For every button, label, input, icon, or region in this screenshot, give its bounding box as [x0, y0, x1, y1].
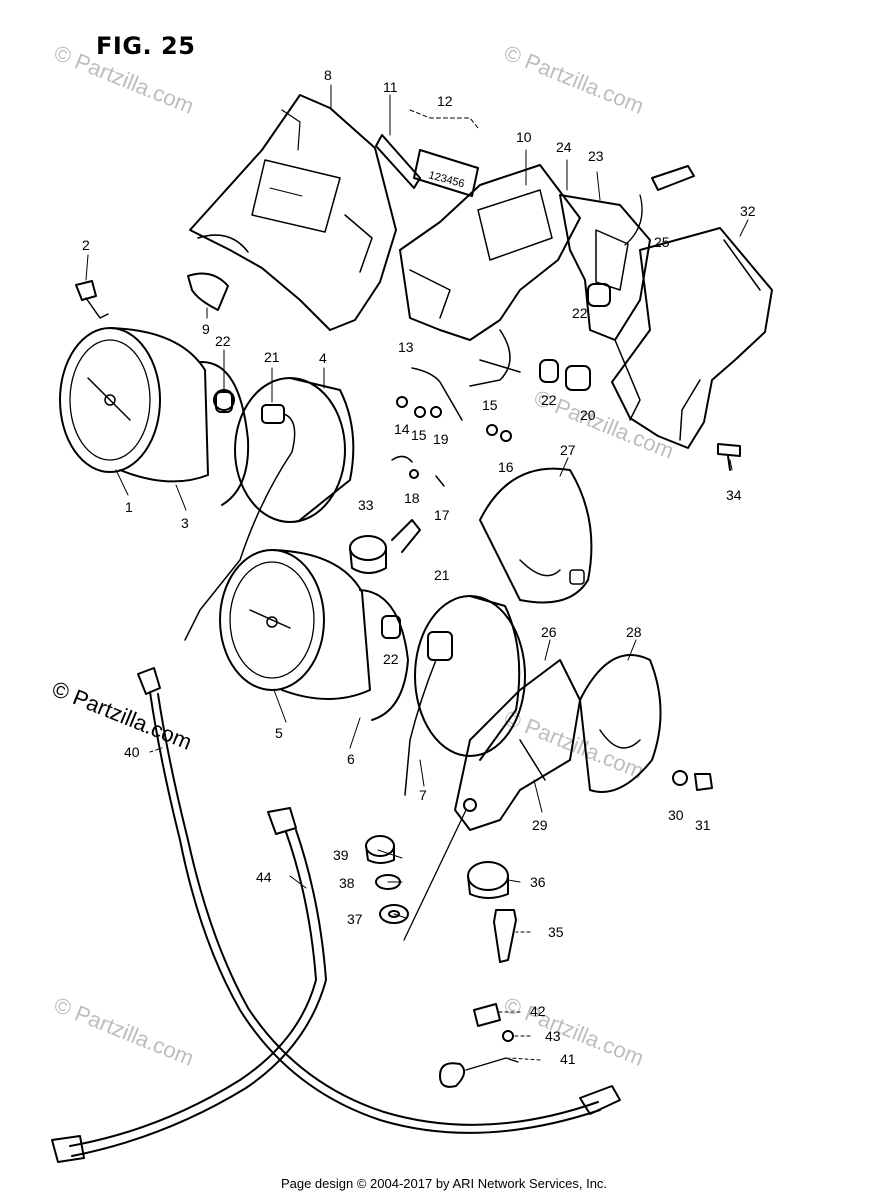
- callout-23: 23: [588, 148, 604, 164]
- callout-21: 21: [264, 349, 280, 365]
- callout-21b: 21: [434, 567, 450, 583]
- part-speedometer[interactable]: [59, 327, 209, 483]
- callout-43: 43: [545, 1028, 561, 1044]
- callout-8: 8: [324, 67, 332, 83]
- callout-29: 29: [532, 817, 548, 833]
- part-screw[interactable]: [75, 280, 109, 319]
- callout-16: 16: [498, 459, 514, 475]
- callout-22: 22: [215, 333, 231, 349]
- callout-13: 13: [398, 339, 414, 355]
- page-footer: Page design © 2004-2017 by ARI Network S…: [280, 1176, 608, 1191]
- part-cable-clamp[interactable]: [439, 1003, 519, 1088]
- part-indicator-display[interactable]: 123456: [413, 149, 479, 197]
- part-tachometer-case[interactable]: [359, 589, 409, 721]
- part-meter-bracket[interactable]: [454, 659, 581, 831]
- part-rubber-cover-lower[interactable]: [579, 654, 662, 793]
- callout-2: 2: [82, 237, 90, 253]
- callout-11: 11: [383, 79, 398, 95]
- callout-32: 32: [740, 203, 756, 219]
- callout-18: 18: [404, 490, 420, 506]
- callout-15: 15: [411, 427, 427, 443]
- part-bulb-socket[interactable]: [184, 404, 296, 641]
- callout-3: 3: [181, 515, 189, 531]
- callout-6: 6: [347, 751, 355, 767]
- part-small-hardware[interactable]: [391, 367, 512, 487]
- callout-40: 40: [124, 744, 140, 760]
- part-lens[interactable]: [375, 134, 421, 189]
- callout-22b: 22: [572, 305, 588, 321]
- part-speedometer-cable[interactable]: [137, 667, 621, 1134]
- part-nut[interactable]: [694, 773, 713, 791]
- callout-20: 20: [580, 407, 596, 423]
- figure-title: FIG. 25: [96, 32, 196, 60]
- callout-12: 12: [437, 93, 453, 109]
- part-tachometer-case-cover[interactable]: [404, 595, 526, 796]
- callout-22d: 22: [383, 651, 399, 667]
- callout-labels: 1 2 3 4 5 6 7 8 9 10 11 12 13 14 15 15 1…: [82, 67, 756, 1067]
- callout-36: 36: [530, 874, 546, 890]
- callout-41: 41: [560, 1051, 576, 1067]
- leader-lines: [85, 84, 749, 1061]
- callout-44: 44: [256, 869, 272, 885]
- callout-26: 26: [541, 624, 557, 640]
- callout-31: 31: [695, 817, 711, 833]
- callout-27: 27: [560, 442, 576, 458]
- callout-39: 39: [333, 847, 349, 863]
- callout-10: 10: [516, 129, 532, 145]
- callout-9: 9: [202, 321, 210, 337]
- part-rubber-cover-upper[interactable]: [479, 467, 593, 604]
- part-meter-upper-cover[interactable]: [189, 94, 397, 331]
- callout-35: 35: [548, 924, 564, 940]
- callout-7: 7: [419, 787, 427, 803]
- callout-30: 30: [668, 807, 684, 823]
- part-indicator-panel[interactable]: [399, 164, 581, 387]
- callout-19: 19: [433, 431, 449, 447]
- part-bracket-tab[interactable]: [391, 519, 421, 553]
- part-meter-lower-cover[interactable]: [611, 227, 773, 449]
- callout-5: 5: [275, 725, 283, 741]
- callout-22c: 22: [541, 392, 557, 408]
- callout-1: 1: [125, 499, 133, 515]
- part-clip[interactable]: [187, 272, 229, 311]
- part-tachometer-cable[interactable]: [51, 807, 327, 1163]
- part-bolt[interactable]: [717, 443, 741, 471]
- callout-38: 38: [339, 875, 355, 891]
- callout-17: 17: [434, 507, 450, 523]
- callout-33: 33: [358, 497, 374, 513]
- callout-37: 37: [347, 911, 363, 927]
- part-grommet-set[interactable]: [365, 809, 517, 963]
- callout-42: 42: [530, 1003, 546, 1019]
- callout-14: 14: [394, 421, 410, 437]
- part-meter-case-cover[interactable]: [234, 377, 355, 523]
- exploded-view-drawing: 123456: [51, 67, 773, 1163]
- part-bulbs[interactable]: [215, 283, 611, 639]
- callout-15b: 15: [482, 397, 498, 413]
- part-switch-unit[interactable]: [559, 165, 695, 421]
- part-washer[interactable]: [672, 770, 688, 786]
- part-cushion[interactable]: [349, 535, 387, 574]
- part-tachometer[interactable]: [219, 549, 371, 700]
- callout-24: 24: [556, 139, 572, 155]
- callout-4: 4: [319, 350, 327, 366]
- callout-28: 28: [626, 624, 642, 640]
- callout-25: 25: [654, 234, 670, 250]
- callout-34: 34: [726, 487, 742, 503]
